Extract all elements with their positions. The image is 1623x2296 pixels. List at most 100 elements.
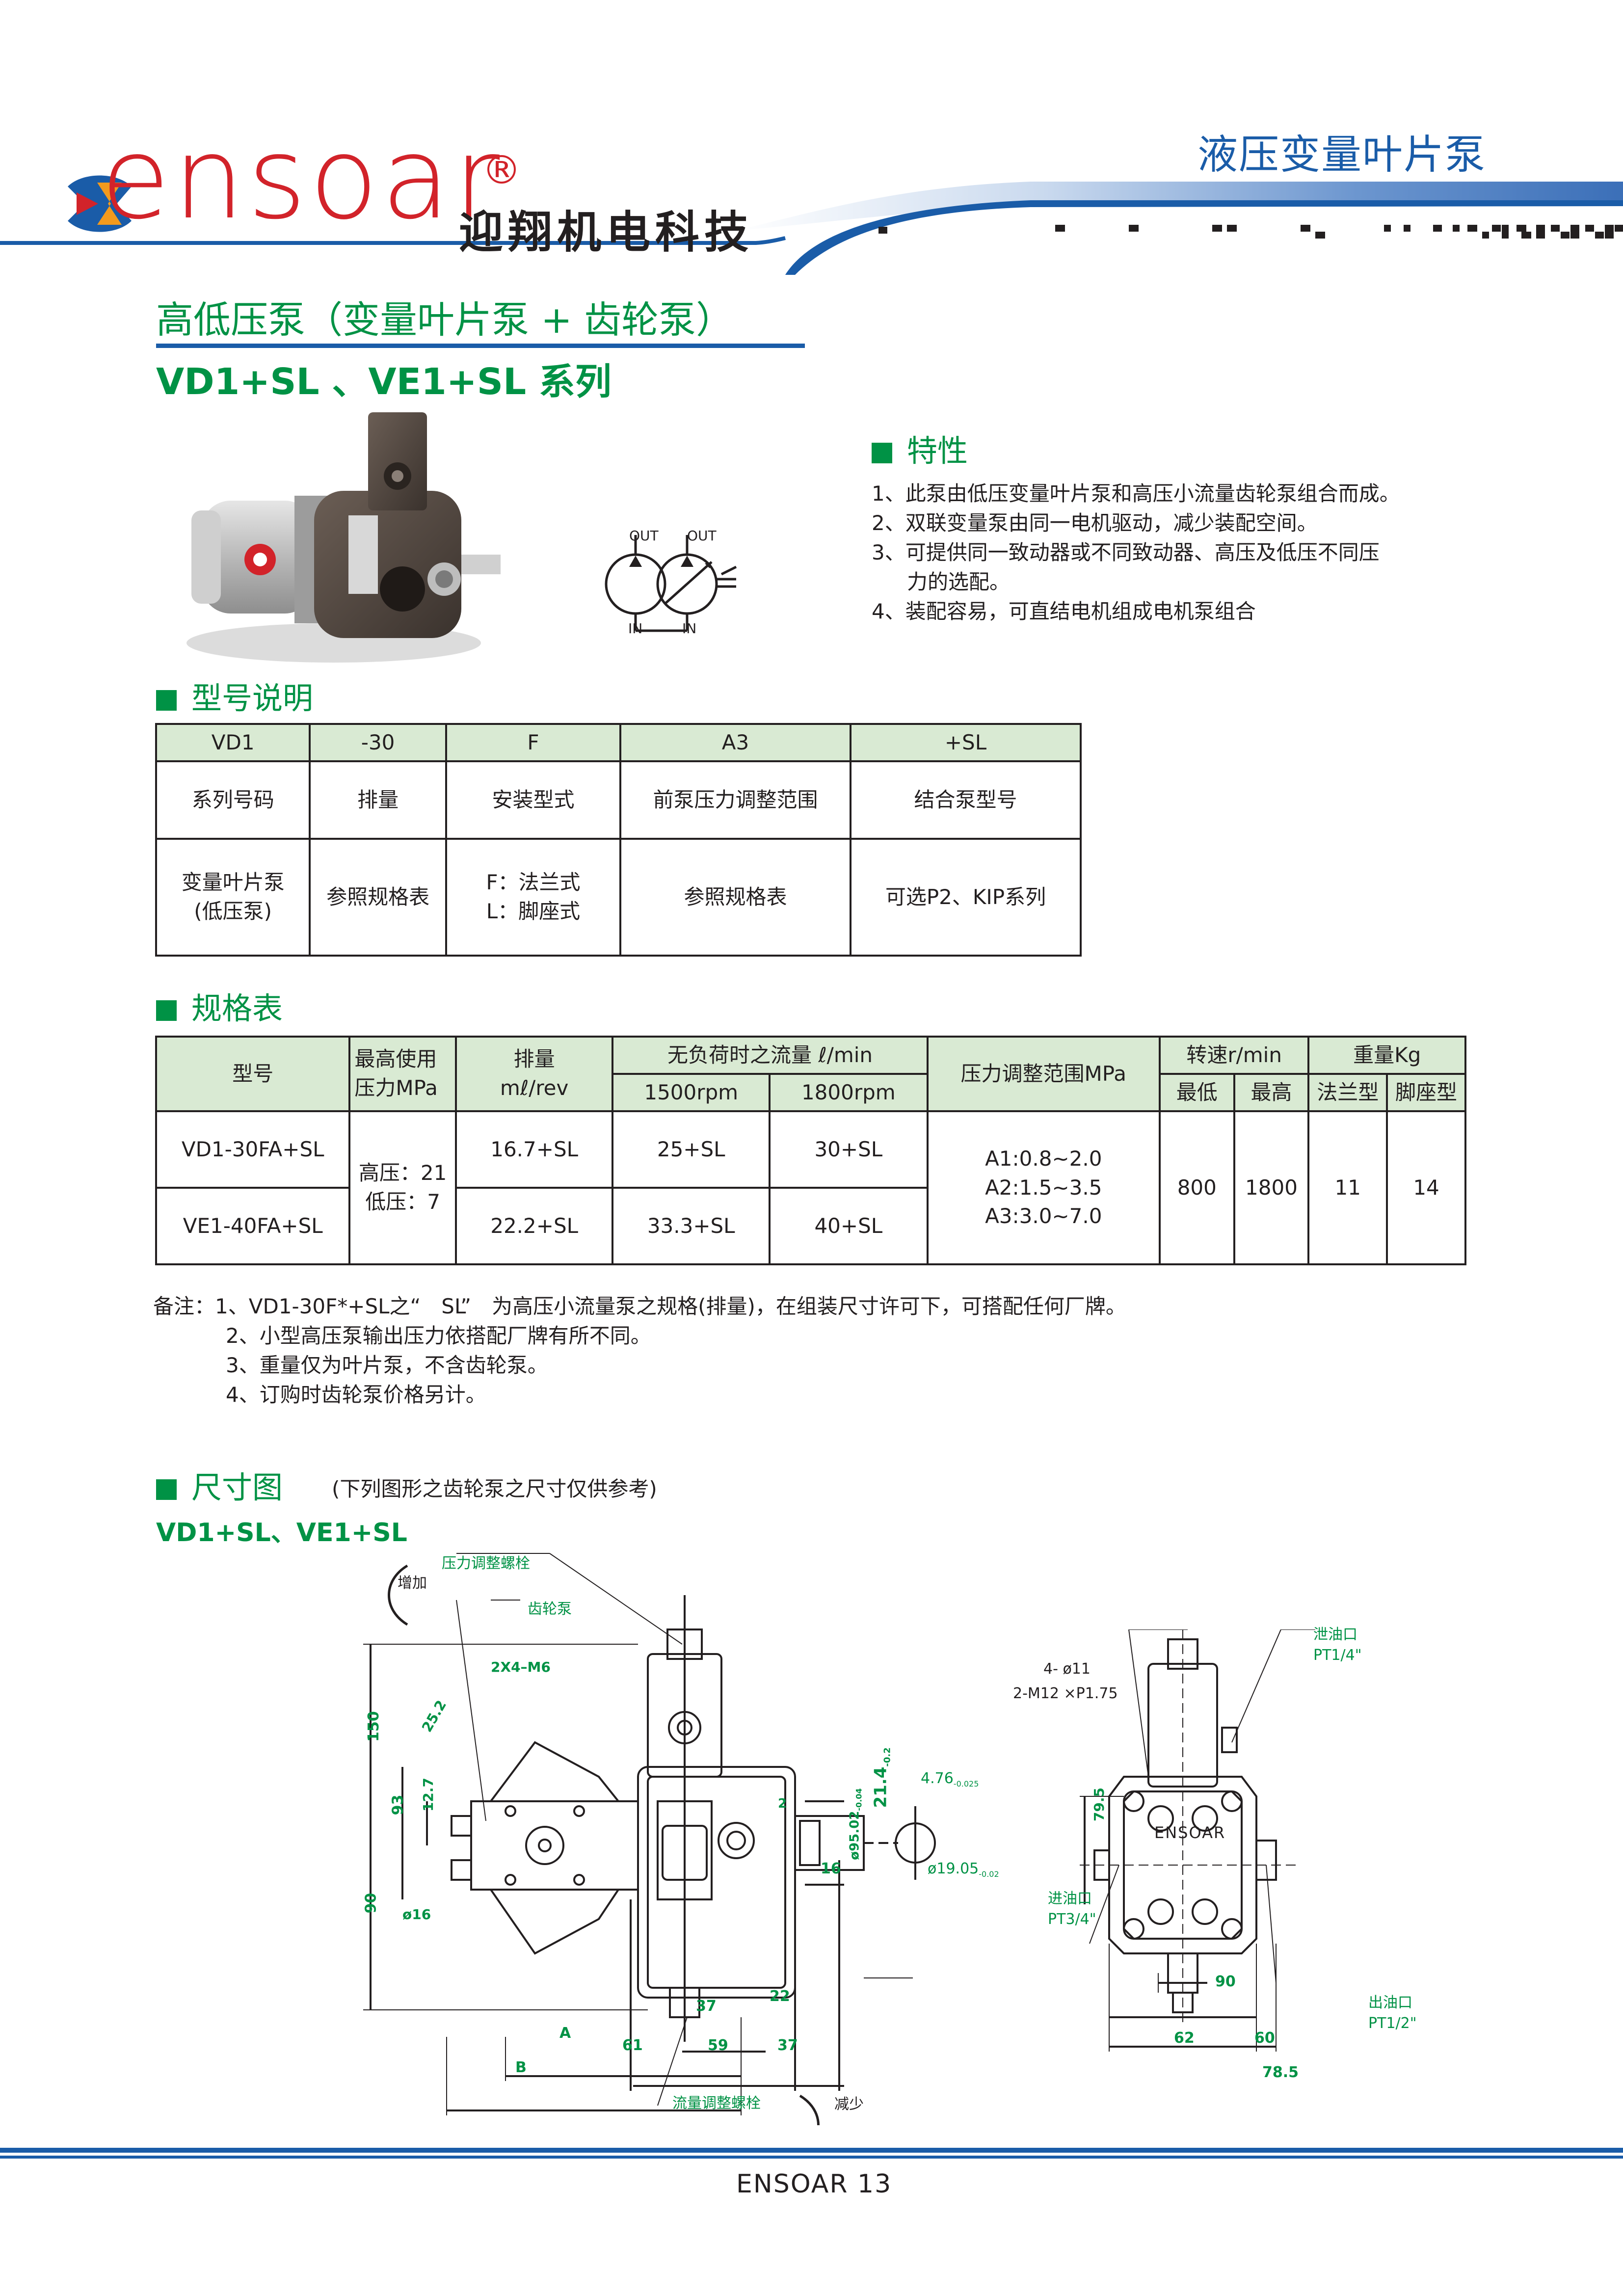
dim-pressure-bolt: 压力调整螺栓 — [442, 1555, 530, 1572]
dim-4-76-tolerance: -0.025 — [953, 1779, 979, 1789]
note-line: 2、小型高压泵输出压力依搭配厂牌有所不同。 — [226, 1324, 651, 1348]
model-code: +SL — [849, 723, 1082, 762]
spec-header-range: 压力调整范围MPa — [926, 1036, 1161, 1112]
spec-header-flow: 无负荷时之流量 ℓ/min — [612, 1036, 929, 1075]
dim-78-5: 78.5 — [1262, 2064, 1299, 2081]
dim-79-5: 79.5 — [1091, 1787, 1108, 1822]
dim-90b: 90 — [1215, 1973, 1236, 1990]
dim-drain-pt: PT1/4" — [1313, 1647, 1362, 1664]
symbol-in-right: IN — [682, 620, 697, 637]
dim-93: 93 — [389, 1794, 407, 1815]
model-name: 前泵压力调整范围 — [619, 760, 851, 840]
spec-speed-max: 1800 — [1233, 1110, 1310, 1265]
dim-decrease: 减少 — [834, 2096, 864, 2113]
dim-thread: 2-M12 ×P1.75 — [1013, 1685, 1118, 1702]
spec-header-1500rpm: 1500rpm — [612, 1073, 771, 1112]
spec-displacement: 16.7+SL — [454, 1110, 614, 1189]
dim-outlet: 出油口 — [1368, 1994, 1412, 2011]
dim-37a: 37 — [696, 1998, 717, 2015]
spec-model: VE1-40FA+SL — [155, 1187, 351, 1265]
page-title: 高低压泵（变量叶片泵 + 齿轮泵） — [156, 298, 733, 342]
dimension-title-text: 尺寸图 — [191, 1469, 283, 1505]
dim-19-05-value: ø19.05 — [928, 1860, 979, 1877]
model-desc-line: L：脚座式 — [486, 899, 581, 923]
symbol-in-left: IN — [628, 620, 643, 637]
model-title-text: 型号说明 — [191, 680, 314, 716]
dim-62: 62 — [1174, 2029, 1195, 2047]
spec-model: VD1-30FA+SL — [155, 1110, 351, 1189]
spec-header-flange: 法兰型 — [1307, 1073, 1388, 1112]
model-name: 安装型式 — [445, 760, 622, 840]
model-desc: 变量叶片泵(低压泵) — [155, 838, 311, 957]
dim-37b: 37 — [777, 2037, 798, 2054]
footer-page-number: ENSOAR 13 — [736, 2169, 892, 2199]
note-line: 4、订购时齿轮泵价格另计。 — [226, 1383, 486, 1407]
features-title-text: 特性 — [907, 433, 968, 469]
spec-title-text: 规格表 — [191, 990, 283, 1026]
spec-header-displacement: 排量 mℓ/rev — [454, 1036, 614, 1112]
spec-header-line: 排量 — [513, 1047, 555, 1071]
dim-61: 61 — [622, 2037, 643, 2054]
model-desc: 参照规格表 — [309, 838, 447, 957]
footer-rule — [0, 2148, 1623, 2159]
dim-21-4: 21.4-0.2 — [871, 1747, 893, 1808]
dim-gear-pump: 齿轮泵 — [528, 1601, 572, 1618]
logo-text: ensoar — [101, 113, 503, 244]
dim-increase: 增加 — [398, 1575, 427, 1592]
category-title: 液压变量叶片泵 — [1197, 132, 1487, 178]
dim-90: 90 — [362, 1893, 380, 1914]
feature-item: 4、装配容易，可直结电机组成电机泵组合 — [872, 599, 1256, 623]
spec-flow-1500: 25+SL — [612, 1110, 771, 1189]
symbol-out-right: OUT — [687, 528, 717, 544]
spec-pressure-line: 高压：21 — [358, 1161, 447, 1185]
pump-photo — [186, 412, 501, 663]
note-line: 备注：1、VD1-30F*+SL之“ SL” 为高压小流量泵之规格(排量)，在组… — [153, 1294, 1126, 1318]
dim-drain: 泄油口 — [1313, 1626, 1357, 1643]
spec-header-weight: 重量Kg — [1307, 1036, 1466, 1075]
model-name: 结合泵型号 — [849, 760, 1082, 840]
dim-inlet-pt: PT3/4" — [1048, 1911, 1096, 1928]
dimension-section-title: 尺寸图 — [156, 1463, 283, 1507]
spec-header-foot: 脚座型 — [1386, 1073, 1466, 1112]
spec-range-line: A1:0.8~2.0 — [985, 1146, 1102, 1171]
dim-a: A — [559, 2025, 571, 2042]
dim-16: 16 — [821, 1860, 841, 1877]
bullet-square-icon — [156, 1479, 177, 1500]
spec-header-line: mℓ/rev — [500, 1076, 569, 1100]
model-section-title: 型号说明 — [156, 673, 313, 718]
bullet-square-icon — [156, 1000, 177, 1021]
dim-holes: 4- ø11 — [1043, 1660, 1091, 1678]
registered-mark: ® — [482, 147, 521, 193]
spec-displacement: 22.2+SL — [454, 1187, 614, 1265]
logo-mark — [68, 175, 132, 232]
dim-brand: ENSOAR — [1154, 1823, 1226, 1842]
spec-range-line: A3:3.0~7.0 — [985, 1204, 1102, 1228]
dim-22: 22 — [770, 1988, 790, 2005]
dim-95: ø95.02-0.04 — [848, 1788, 864, 1860]
model-desc-line: 参照规格表 — [326, 884, 430, 909]
hydraulic-symbol — [605, 535, 737, 632]
bullet-square-icon — [872, 443, 892, 463]
spec-pressure: 高压：21 低压：7 — [348, 1110, 457, 1265]
symbol-out-left: OUT — [629, 528, 659, 544]
dim-16-dia: ø16 — [402, 1906, 431, 1922]
model-code: VD1 — [155, 723, 311, 762]
dimension-subtitle: (下列图形之齿轮泵之尺寸仅供参考) — [332, 1477, 657, 1501]
dim-12-7: 12.7 — [420, 1777, 437, 1812]
bullet-square-icon — [156, 690, 177, 711]
note-line: 3、重量仅为叶片泵，不含齿轮泵。 — [226, 1353, 548, 1377]
side-view-drawing — [1080, 1629, 1315, 2052]
feature-item: 1、此泵由低压变量叶片泵和高压小流量齿轮泵组合而成。 — [872, 481, 1400, 506]
dim-flow-bolt: 流量调整螺栓 — [672, 2095, 761, 2112]
dim-2: 2 — [778, 1796, 787, 1811]
spec-pressure-line: 低压：7 — [365, 1190, 440, 1214]
spec-header-1800rpm: 1800rpm — [769, 1073, 929, 1112]
feature-item: 2、双联变量泵由同一电机驱动，减少装配空间。 — [872, 511, 1318, 535]
spec-flow-1500: 33.3+SL — [612, 1187, 771, 1265]
features-title: 特性 — [872, 426, 968, 470]
front-view-drawing — [363, 1553, 936, 2125]
company-name: 迎翔机电科技 — [459, 207, 753, 258]
spec-flow-1800: 40+SL — [769, 1187, 929, 1265]
